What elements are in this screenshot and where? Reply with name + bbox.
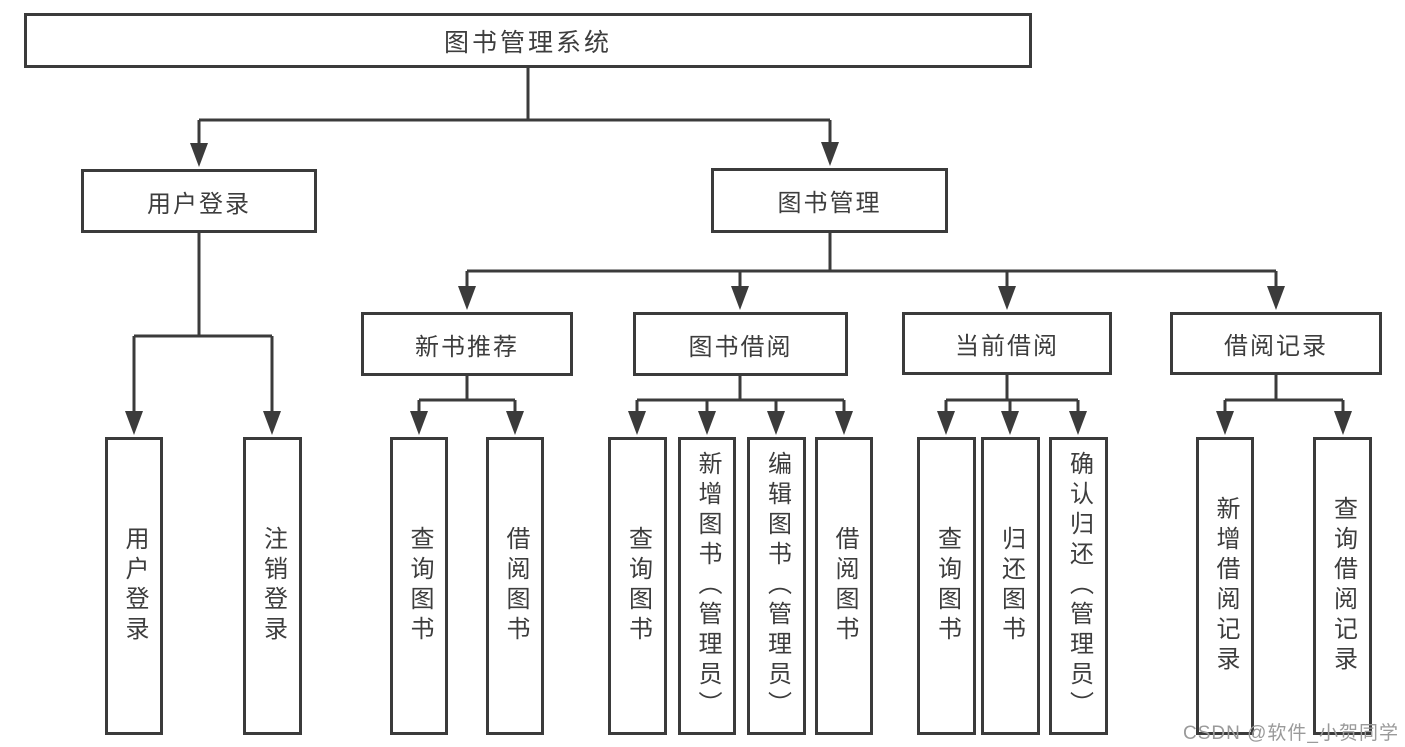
node-current-borrowing: 当前借阅 xyxy=(902,312,1112,375)
leaf-current-return-book-label: 归还图书 xyxy=(997,526,1025,646)
leaf-borrow-add-book-admin: 新增图书（管理员） xyxy=(678,437,736,735)
leaf-borrow-query-book: 查询图书 xyxy=(608,437,667,735)
node-book-borrowing-label: 图书借阅 xyxy=(688,333,793,361)
node-root: 图书管理系统 xyxy=(24,13,1032,68)
node-borrowing-records-label: 借阅记录 xyxy=(1224,333,1328,360)
node-borrowing-records: 借阅记录 xyxy=(1170,312,1382,375)
watermark: CSDN @软件_小贺同学 xyxy=(1183,723,1399,744)
node-root-label: 图书管理系统 xyxy=(443,28,612,57)
node-user-login: 用户登录 xyxy=(81,169,317,233)
node-current-borrowing-label: 当前借阅 xyxy=(955,333,1059,360)
leaf-borrow-edit-book-admin: 编辑图书（管理员） xyxy=(747,437,806,735)
leaf-newbook-query-book: 查询图书 xyxy=(390,437,448,735)
connector-management-sections xyxy=(458,233,1285,310)
leaf-login-user-login-label: 用户登录 xyxy=(121,526,148,646)
leaf-current-return-book: 归还图书 xyxy=(981,437,1040,735)
node-new-book-recommendation-label: 新书推荐 xyxy=(415,333,519,361)
leaf-current-confirm-return-admin-label: 确认归还（管理员） xyxy=(1065,451,1093,721)
leaf-borrow-borrow-book: 借阅图书 xyxy=(815,437,873,735)
leaf-login-logout: 注销登录 xyxy=(243,437,302,735)
leaf-current-confirm-return-admin: 确认归还（管理员） xyxy=(1049,437,1108,735)
leaf-borrow-borrow-book-label: 借阅图书 xyxy=(831,526,858,646)
leaf-borrow-query-book-label: 查询图书 xyxy=(624,526,652,646)
connector-login-children xyxy=(125,232,281,435)
leaf-records-add-borrow-record: 新增借阅记录 xyxy=(1196,437,1254,735)
leaf-login-logout-label: 注销登录 xyxy=(259,526,287,646)
node-user-login-label: 用户登录 xyxy=(147,190,251,218)
connector-root-to-level2 xyxy=(190,68,839,167)
connector-records-children xyxy=(1216,375,1352,435)
leaf-newbook-query-book-label: 查询图书 xyxy=(406,526,433,646)
leaf-newbook-borrow-book: 借阅图书 xyxy=(486,437,544,735)
node-book-management: 图书管理 xyxy=(711,168,948,233)
connector-newbook-children xyxy=(410,376,524,435)
leaf-newbook-borrow-book-label: 借阅图书 xyxy=(502,526,529,646)
leaf-current-query-book-label: 查询图书 xyxy=(933,526,961,646)
leaf-records-add-borrow-record-label: 新增借阅记录 xyxy=(1212,496,1239,676)
leaf-borrow-add-book-admin-label: 新增图书（管理员） xyxy=(694,451,721,721)
leaf-borrow-edit-book-admin-label: 编辑图书（管理员） xyxy=(763,451,791,721)
node-book-borrowing: 图书借阅 xyxy=(633,312,848,376)
connector-current-children xyxy=(937,375,1087,435)
connector-borrow-children xyxy=(628,376,853,435)
leaf-current-query-book: 查询图书 xyxy=(917,437,976,735)
leaf-records-query-borrow-record-label: 查询借阅记录 xyxy=(1329,496,1357,676)
leaf-records-query-borrow-record: 查询借阅记录 xyxy=(1313,437,1372,735)
node-book-management-label: 图书管理 xyxy=(777,190,882,217)
node-new-book-recommendation: 新书推荐 xyxy=(361,312,573,376)
leaf-login-user-login: 用户登录 xyxy=(105,437,163,735)
